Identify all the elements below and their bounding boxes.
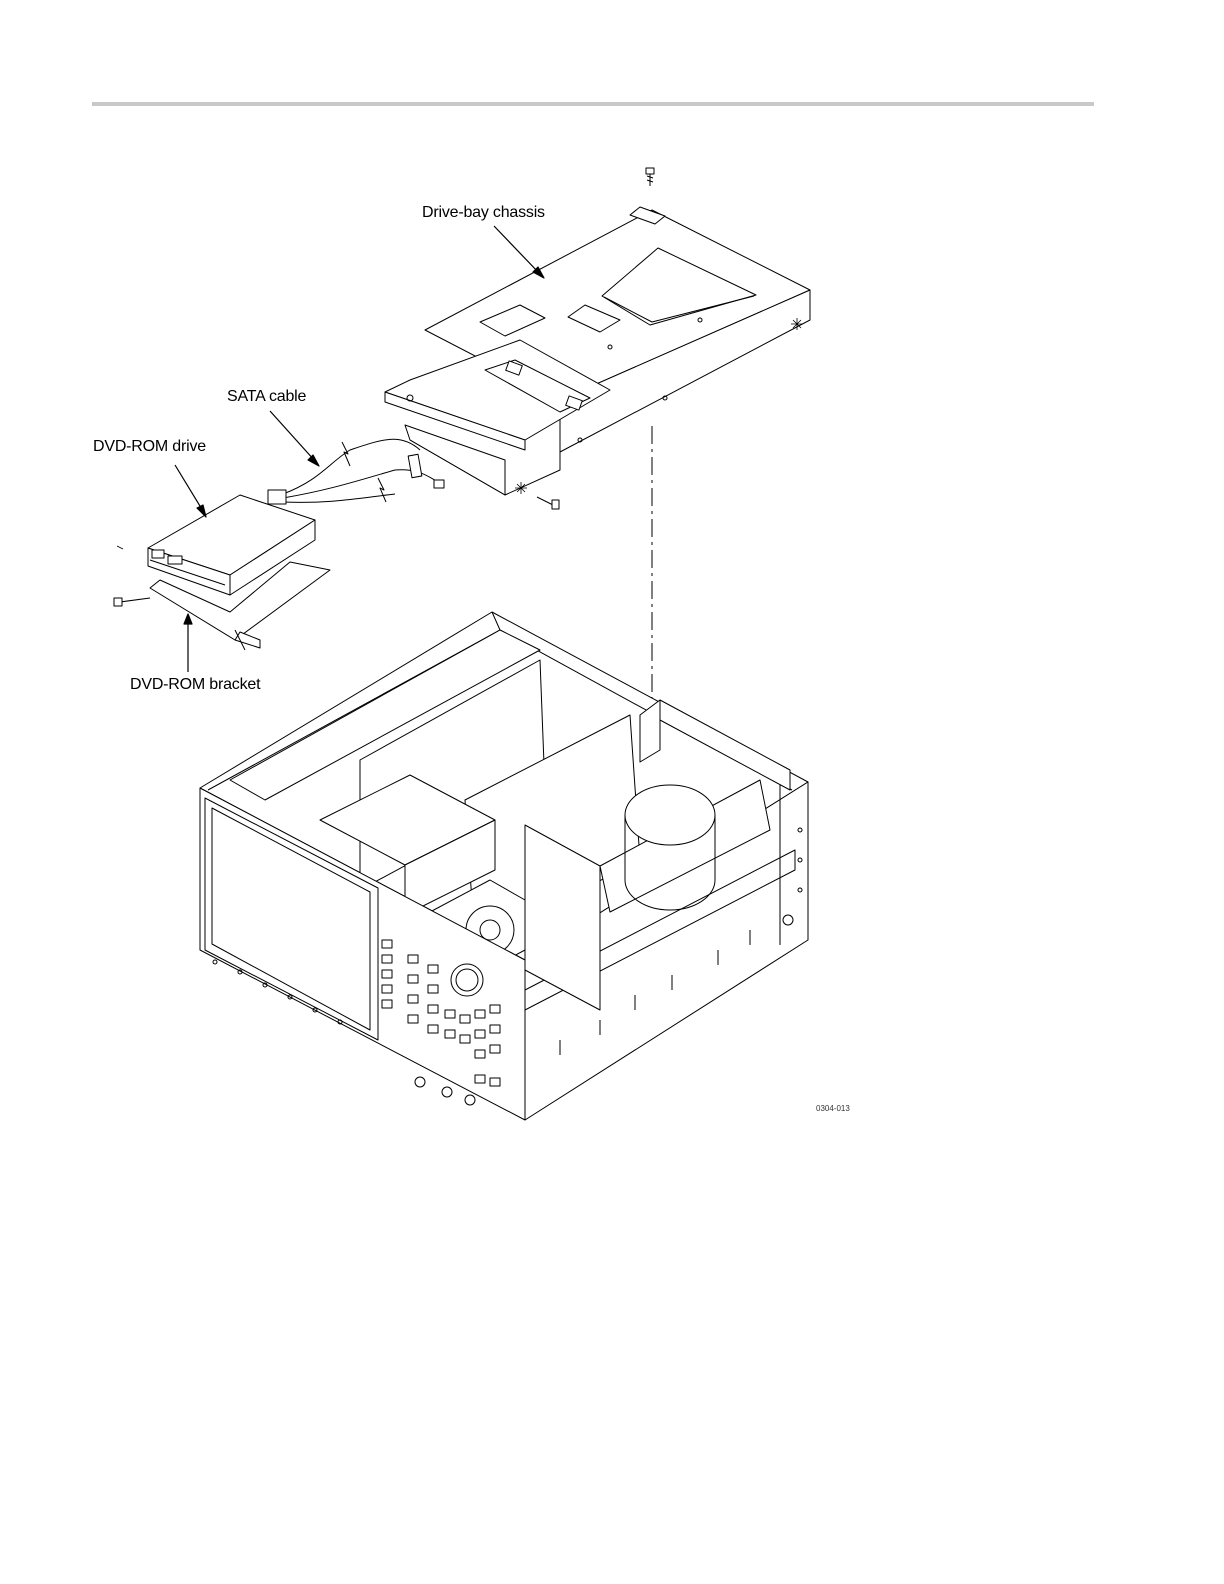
chassis-top-screw <box>646 168 654 186</box>
callout-dvd-rom-bracket: DVD-ROM bracket <box>130 676 260 694</box>
callout-sata-cable: SATA cable <box>227 388 306 406</box>
bracket-screw <box>114 598 150 606</box>
sata-cable <box>268 439 444 504</box>
figure-id: 0304-013 <box>816 1104 850 1113</box>
callout-dvd-rom-drive: DVD-ROM drive <box>93 438 206 456</box>
chassis-side-screw <box>537 497 559 509</box>
callout-arrows <box>175 226 544 672</box>
callout-drive-bay-chassis: Drive-bay chassis <box>422 204 545 222</box>
